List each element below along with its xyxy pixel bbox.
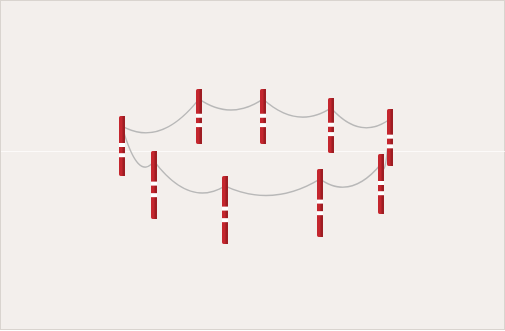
post-reflective-band [378,181,384,185]
post-reflective-band [119,153,125,157]
post-reflective-band [317,200,323,204]
post-reflective-band [222,218,228,222]
post-reflective-band [260,114,266,118]
barrier-post [196,89,202,144]
barrier-post [328,98,334,153]
chain-group [122,99,390,195]
chain-segment [331,108,390,128]
barrier-post [378,154,384,214]
post-reflective-band [317,211,323,215]
post-reflective-band [387,135,393,139]
post-reflective-band [328,123,334,127]
post-group [119,89,393,244]
barrier-post [387,109,393,166]
post-reflective-band [119,143,125,147]
barrier-post [260,89,266,144]
post-reflective-band [151,193,157,197]
chain-segment [263,99,331,117]
post-reflective-band [378,191,384,195]
post-reflective-band [196,114,202,118]
chain-segment [199,99,263,110]
chain-segment [225,179,320,195]
post-reflective-band [151,182,157,186]
barrier-post [222,176,228,244]
post-reflective-band [260,123,266,127]
barrier-post [119,116,125,176]
post-reflective-band [328,132,334,136]
chain-segment [122,99,199,133]
barrier-post [151,151,157,219]
post-reflective-band [387,144,393,148]
post-reflective-band [196,123,202,127]
chain-segment [320,164,381,187]
post-reflective-band [222,207,228,211]
barrier-post [317,169,323,237]
chain-segment [154,161,225,193]
